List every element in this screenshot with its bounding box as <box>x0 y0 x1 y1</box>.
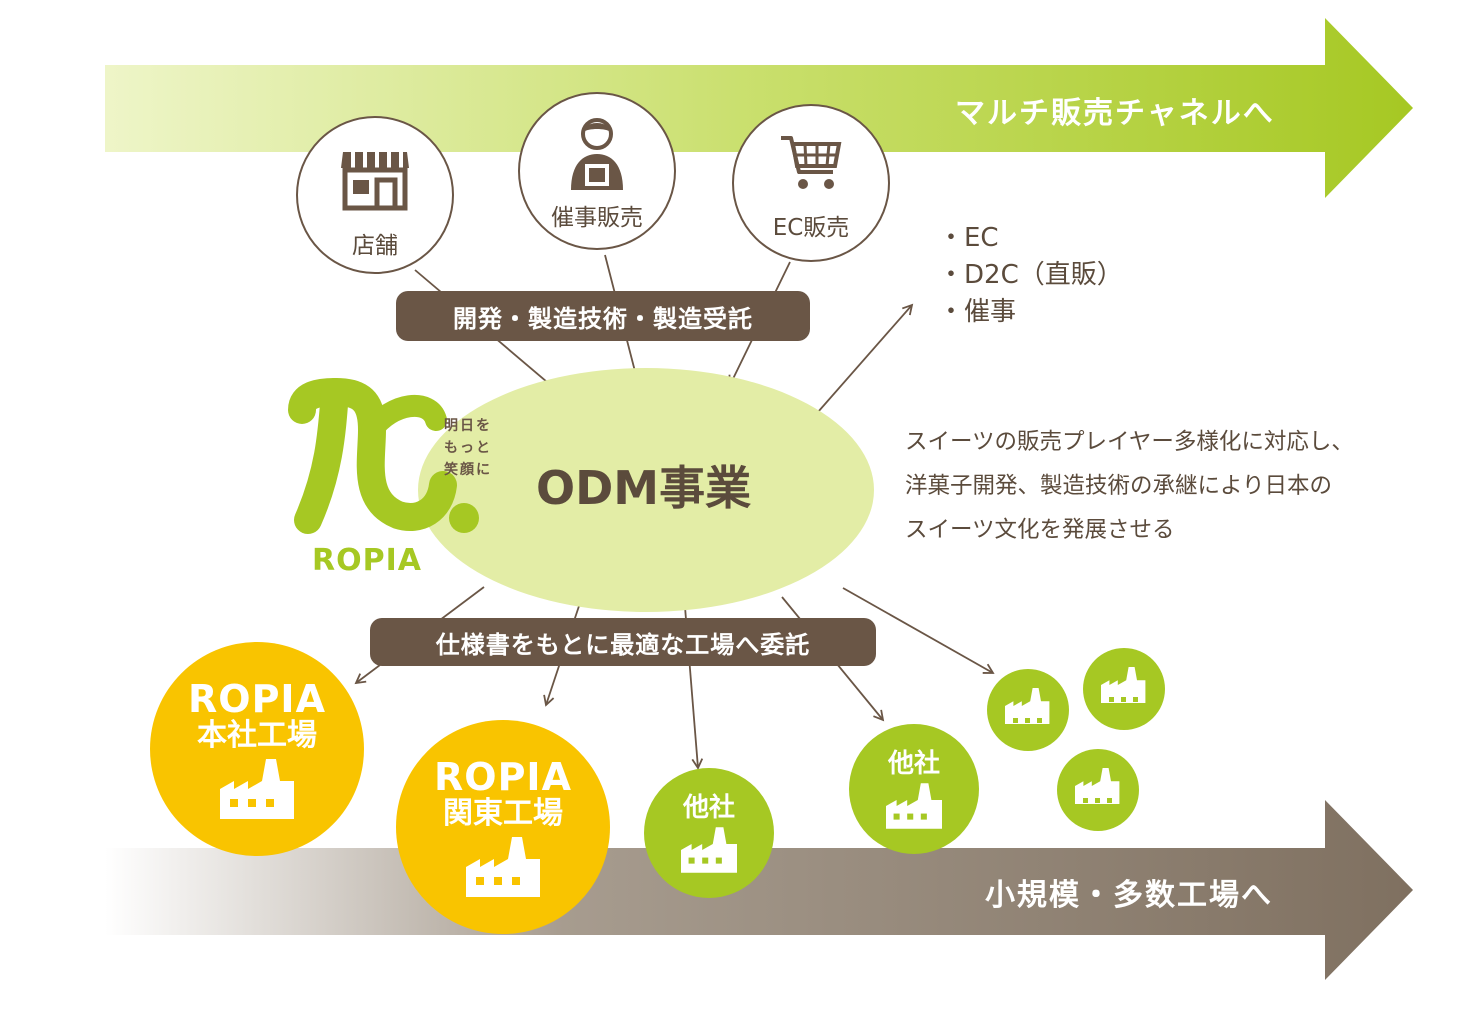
ropia-head-factory-name: ROPIA <box>188 677 326 721</box>
ropia-kanto-factory: ROPIA 関東工場 <box>396 720 610 934</box>
shopping-cart-icon <box>781 136 842 189</box>
bottom-arrow <box>105 800 1413 980</box>
ropia-head-factory: ROPIA 本社工場 <box>150 642 364 856</box>
factory-icon <box>681 827 737 873</box>
channel-event-sales: 催事販売 <box>518 92 676 250</box>
bottom-arrow-label: 小規模・多数工場へ <box>985 878 1273 913</box>
odm-business-title: ODM事業 <box>536 461 752 515</box>
ropia-kanto-factory-label: 関東工場 <box>443 796 563 831</box>
bullet-d2c: ・D2C（直販） <box>938 260 1123 290</box>
channel-store: 店舗 <box>296 116 454 274</box>
factory-icon <box>886 783 942 829</box>
channel-ec-sales: EC販売 <box>732 104 890 262</box>
other-company-label: 他社 <box>887 749 940 779</box>
development-manufacturing-pill: 開発・製造技術・製造受託 <box>396 291 810 341</box>
logo-tagline: 明日を もっと 笑顔に <box>444 418 492 478</box>
bullet-ec: ・EC <box>938 223 999 253</box>
factory-outsourcing-pill: 仕様書をもとに最適な工場へ委託 <box>370 618 876 666</box>
salesperson-icon <box>571 118 623 190</box>
channel-store-label: 店舗 <box>352 233 398 259</box>
channel-ec-sales-label: EC販売 <box>772 215 850 241</box>
bullet-event: ・催事 <box>938 297 1017 327</box>
factory-icon <box>220 759 294 819</box>
factory-icon <box>466 837 540 897</box>
top-arrow <box>105 18 1413 198</box>
business-description: スイーツの販売プレイヤー多様化に対応し、 洋菓子開発、製造技術の承継により日本の… <box>905 429 1354 543</box>
odm-center-ellipse <box>418 368 874 612</box>
store-icon <box>341 152 409 211</box>
ropia-logo-text: ROPIA <box>312 543 422 578</box>
ropia-logo-mark-icon <box>288 378 479 534</box>
channel-event-sales-label: 催事販売 <box>551 205 643 231</box>
channel-bullets: ・EC ・D2C（直販） ・催事 <box>938 220 1123 331</box>
ropia-head-factory-label: 本社工場 <box>197 718 317 753</box>
top-arrow-label: マルチ販売チャネルへ <box>955 96 1275 131</box>
ropia-kanto-factory-name: ROPIA <box>434 755 572 799</box>
factory-icons-small <box>1005 667 1146 804</box>
other-company-factory-1: 他社 <box>644 768 774 898</box>
other-company-label: 他社 <box>682 793 735 823</box>
other-company-factory-2: 他社 <box>849 724 979 854</box>
